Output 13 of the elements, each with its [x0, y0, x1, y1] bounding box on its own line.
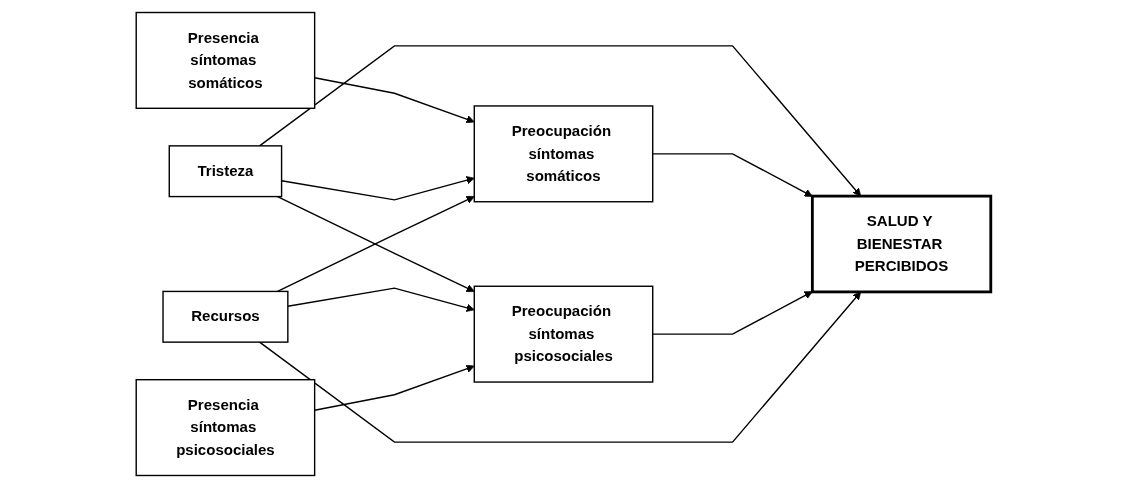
node-box: Preocupación síntomas psicosociales: [473, 285, 654, 383]
arrow: [258, 45, 862, 197]
node-box: SALUD Y BIENESTAR PERCIBIDOS: [810, 194, 993, 294]
arrow: [258, 291, 862, 443]
node-box: Presencia síntomas somáticos: [135, 11, 316, 109]
arrow: [287, 287, 475, 312]
node-box: Tristeza: [168, 145, 283, 198]
node-box: Presencia síntomas psicosociales: [135, 379, 316, 477]
arrow: [652, 291, 813, 335]
arrow: [652, 153, 813, 197]
node-box: Recursos: [162, 290, 289, 343]
arrow: [276, 195, 475, 293]
node-box: Preocupación síntomas somáticos: [473, 105, 654, 203]
